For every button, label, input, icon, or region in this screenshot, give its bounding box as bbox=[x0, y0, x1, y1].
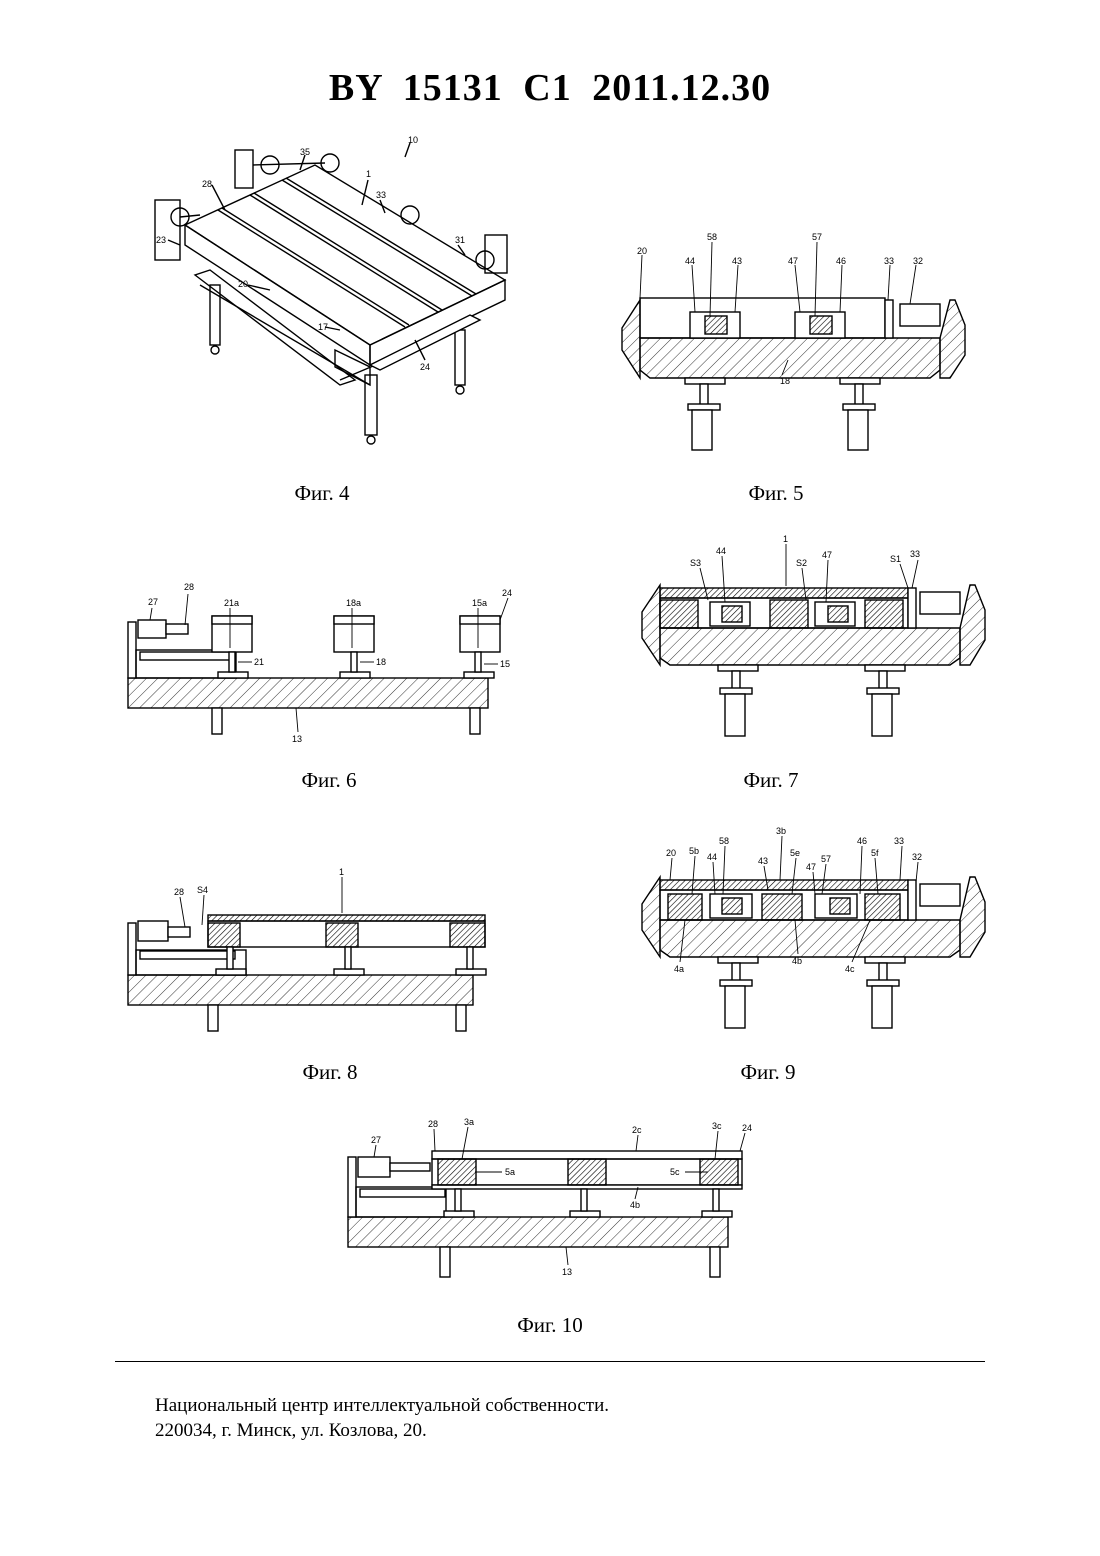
label: 44 bbox=[707, 852, 717, 862]
label: 1 bbox=[366, 169, 371, 179]
label: 28 bbox=[184, 582, 194, 592]
label: 3a bbox=[464, 1117, 474, 1127]
label: 4a bbox=[674, 964, 684, 974]
label: 20 bbox=[238, 279, 248, 289]
figure-5-caption: Фиг. 5 bbox=[676, 481, 876, 506]
label: 31 bbox=[455, 235, 465, 245]
label: 35 bbox=[300, 147, 310, 157]
label: 21a bbox=[224, 598, 239, 608]
label: 3c bbox=[712, 1121, 722, 1131]
label: 17 bbox=[318, 322, 328, 332]
label: 13 bbox=[562, 1267, 572, 1277]
figure-4-drawing: 10 35 1 33 28 31 23 20 17 24 bbox=[140, 135, 540, 460]
label: 33 bbox=[376, 190, 386, 200]
label: 15a bbox=[472, 598, 487, 608]
label: 3b bbox=[776, 826, 786, 836]
label: 33 bbox=[894, 836, 904, 846]
figure-6-drawing: 27 28 21a 18a 15a 24 21 18 15 13 bbox=[120, 580, 520, 750]
label: 2c bbox=[632, 1125, 642, 1135]
label: 28 bbox=[202, 179, 212, 189]
label: 28 bbox=[174, 887, 184, 897]
label: 57 bbox=[812, 232, 822, 242]
label: 43 bbox=[758, 856, 768, 866]
label: 20 bbox=[637, 246, 647, 256]
label: 58 bbox=[719, 836, 729, 846]
figure-10-drawing: 27 28 3a 2c 3c 24 5a 5c 4b 13 bbox=[340, 1115, 760, 1290]
label: S3 bbox=[690, 558, 701, 568]
label: 5b bbox=[689, 846, 699, 856]
figure-8-caption: Фиг. 8 bbox=[230, 1060, 430, 1085]
label: 43 bbox=[732, 256, 742, 266]
label: 32 bbox=[912, 852, 922, 862]
label: 46 bbox=[836, 256, 846, 266]
label: S1 bbox=[890, 554, 901, 564]
label: 28 bbox=[428, 1119, 438, 1129]
label: S4 bbox=[197, 885, 208, 895]
label: 18 bbox=[780, 376, 790, 386]
label: 20 bbox=[666, 848, 676, 858]
label: 1 bbox=[339, 867, 344, 877]
label: 10 bbox=[408, 135, 418, 145]
label: 4b bbox=[630, 1200, 640, 1210]
label: 4b bbox=[792, 956, 802, 966]
figure-6-caption: Фиг. 6 bbox=[229, 768, 429, 793]
label: 18a bbox=[346, 598, 361, 608]
label: 46 bbox=[857, 836, 867, 846]
figure-7-caption: Фиг. 7 bbox=[671, 768, 871, 793]
document-header: BY 15131 C1 2011.12.30 bbox=[0, 66, 1100, 110]
label: 24 bbox=[420, 362, 430, 372]
label: 47 bbox=[788, 256, 798, 266]
label: 4c bbox=[845, 964, 855, 974]
label: 24 bbox=[742, 1123, 752, 1133]
label: S2 bbox=[796, 558, 807, 568]
label: 18 bbox=[376, 657, 386, 667]
label: 33 bbox=[910, 549, 920, 559]
figure-9-drawing: 3b 58 46 20 5b 44 43 5e 57 5f 33 47 32 4… bbox=[630, 822, 990, 1037]
figure-9-caption: Фиг. 9 bbox=[668, 1060, 868, 1085]
label: 47 bbox=[822, 550, 832, 560]
label: 13 bbox=[292, 734, 302, 744]
label: 5c bbox=[670, 1167, 680, 1177]
label: 58 bbox=[707, 232, 717, 242]
figure-8-drawing: 1 28 S4 bbox=[120, 865, 500, 1035]
figure-4-caption: Фиг. 4 bbox=[222, 481, 422, 506]
figure-7-drawing: 1 S3 44 47 S2 S1 33 bbox=[630, 530, 990, 745]
label: 57 bbox=[821, 854, 831, 864]
label: 5f bbox=[871, 848, 879, 858]
figure-10-caption: Фиг. 10 bbox=[450, 1313, 650, 1338]
label: 21 bbox=[254, 657, 264, 667]
footer-address: 220034, г. Минск, ул. Козлова, 20. bbox=[155, 1418, 609, 1443]
footer: Национальный центр интеллектуальной собс… bbox=[155, 1393, 609, 1443]
label: 15 bbox=[500, 659, 510, 669]
label: 1 bbox=[783, 534, 788, 544]
footer-organization: Национальный центр интеллектуальной собс… bbox=[155, 1393, 609, 1418]
label: 23 bbox=[156, 235, 166, 245]
label: 27 bbox=[148, 597, 158, 607]
label: 24 bbox=[502, 588, 512, 598]
footer-divider bbox=[115, 1361, 985, 1362]
label: 47 bbox=[806, 862, 816, 872]
label: 32 bbox=[913, 256, 923, 266]
label: 5e bbox=[790, 848, 800, 858]
label: 27 bbox=[371, 1135, 381, 1145]
label: 44 bbox=[716, 546, 726, 556]
label: 44 bbox=[685, 256, 695, 266]
label: 33 bbox=[884, 256, 894, 266]
figure-5-drawing: 20 58 57 44 43 47 46 33 32 18 bbox=[610, 230, 970, 460]
label: 5a bbox=[505, 1167, 515, 1177]
